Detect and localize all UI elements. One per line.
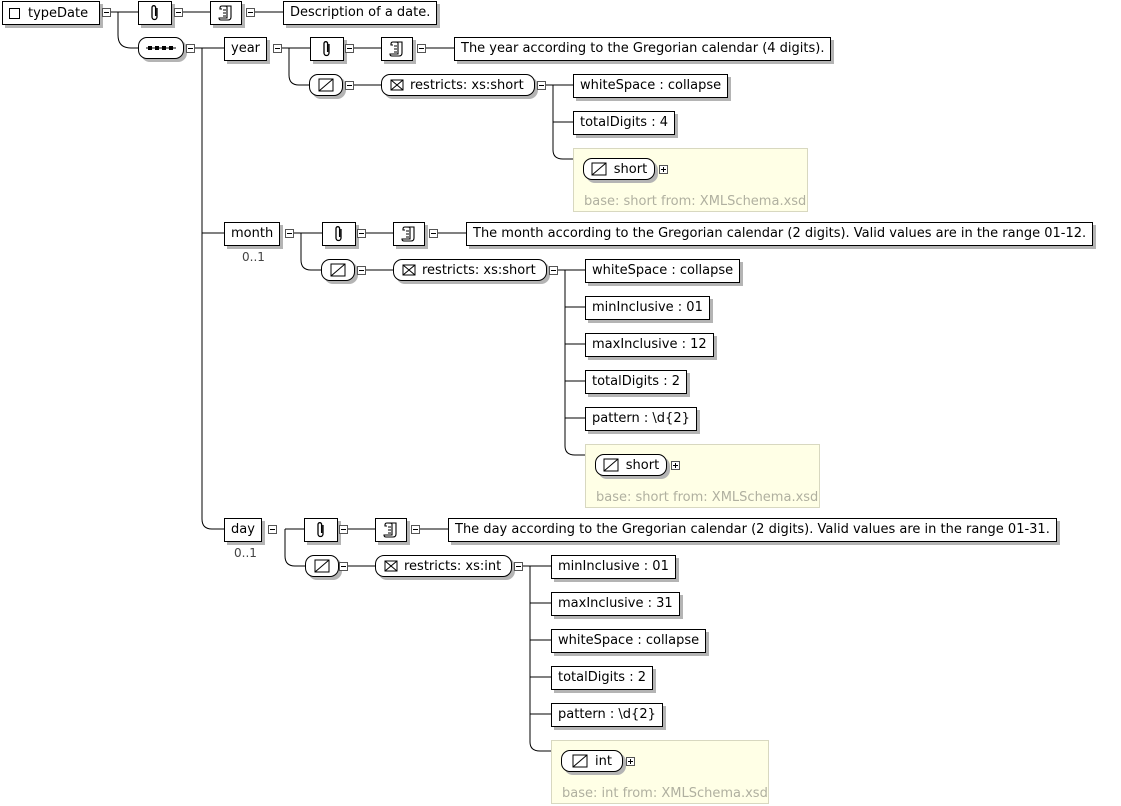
base-type-panel-year: short base: short from: XMLSchema.xsd bbox=[573, 148, 808, 212]
collapse-toggle-restriction-year[interactable] bbox=[537, 81, 546, 90]
facet-month-4: pattern : \d{2} bbox=[585, 407, 697, 431]
simple-type-icon bbox=[318, 78, 334, 92]
documentation-node-month[interactable] bbox=[393, 222, 425, 246]
collapse-toggle-simpletype-day[interactable] bbox=[339, 562, 348, 571]
annotation-node-root[interactable] bbox=[138, 1, 172, 25]
expand-toggle-base-year[interactable] bbox=[659, 165, 668, 174]
collapse-toggle-restriction-day[interactable] bbox=[514, 562, 523, 571]
day-documentation-text: The day according to the Gregorian calen… bbox=[448, 518, 1057, 542]
facet-day-3: totalDigits : 2 bbox=[551, 666, 653, 690]
facet-day-0: minInclusive : 01 bbox=[551, 555, 676, 579]
collapse-toggle-annotation-day[interactable] bbox=[339, 525, 348, 534]
simple-type-icon bbox=[330, 263, 346, 277]
occurrence-month: 0..1 bbox=[242, 250, 265, 264]
simple-type-year[interactable] bbox=[309, 74, 343, 96]
paperclip-icon bbox=[317, 522, 324, 538]
documentation-node-root[interactable] bbox=[210, 1, 242, 25]
simple-type-icon bbox=[591, 162, 607, 176]
month-documentation-text: The month according to the Gregorian cal… bbox=[466, 222, 1094, 246]
facet-month-0: whiteSpace : collapse bbox=[585, 259, 741, 283]
facet-day-4: pattern : \d{2} bbox=[551, 703, 663, 727]
base-type-panel-day: int base: int from: XMLSchema.xsd bbox=[551, 740, 769, 804]
restriction-label: restricts: xs:int bbox=[404, 558, 502, 574]
complex-type-icon bbox=[9, 7, 20, 19]
documentation-node-day[interactable] bbox=[375, 518, 407, 542]
paperclip-icon bbox=[335, 226, 342, 242]
root-name: typeDate bbox=[28, 5, 89, 21]
simple-type-month[interactable] bbox=[321, 259, 355, 281]
paperclip-icon bbox=[151, 5, 158, 21]
restriction-month[interactable]: restricts: xs:short bbox=[393, 259, 547, 281]
restriction-icon bbox=[384, 560, 398, 572]
paperclip-icon bbox=[323, 41, 330, 57]
collapse-toggle-restriction-month[interactable] bbox=[549, 266, 558, 275]
restriction-label: restricts: xs:short bbox=[422, 262, 536, 278]
restriction-day[interactable]: restricts: xs:int bbox=[375, 555, 512, 577]
base-type-name: short bbox=[625, 457, 660, 473]
scroll-icon bbox=[401, 226, 415, 242]
base-type-panel-month: short base: short from: XMLSchema.xsd bbox=[585, 444, 820, 508]
expand-toggle-base-month[interactable] bbox=[671, 461, 680, 470]
restriction-year[interactable]: restricts: xs:short bbox=[381, 74, 535, 96]
collapse-toggle-day[interactable] bbox=[268, 525, 277, 534]
scroll-icon bbox=[383, 522, 397, 538]
scroll-icon bbox=[389, 41, 403, 57]
occurrence-day: 0..1 bbox=[234, 546, 257, 560]
collapse-toggle-simpletype-year[interactable] bbox=[345, 81, 354, 90]
collapse-toggle-simpletype-month[interactable] bbox=[357, 266, 366, 275]
annotation-node-month[interactable] bbox=[322, 222, 356, 246]
base-type-year[interactable]: short bbox=[583, 158, 655, 180]
base-type-info: base: int from: XMLSchema.xsd bbox=[562, 786, 768, 801]
sequence-icon bbox=[146, 46, 176, 50]
simple-type-icon bbox=[603, 458, 619, 472]
year-documentation-text: The year according to the Gregorian cale… bbox=[454, 37, 832, 61]
scroll-icon bbox=[218, 5, 232, 21]
restriction-label: restricts: xs:short bbox=[410, 77, 524, 93]
collapse-toggle-doc-root[interactable] bbox=[246, 8, 255, 17]
facet-month-1: minInclusive : 01 bbox=[585, 296, 710, 320]
collapse-toggle-year[interactable] bbox=[273, 44, 282, 53]
base-type-name: int bbox=[595, 753, 612, 769]
expand-toggle-base-day[interactable] bbox=[626, 757, 635, 766]
sequence-compositor[interactable] bbox=[138, 37, 184, 59]
simple-type-icon bbox=[572, 754, 588, 768]
collapse-toggle-annotation-month[interactable] bbox=[357, 229, 366, 238]
annotation-node-year[interactable] bbox=[310, 37, 344, 61]
simple-type-day[interactable] bbox=[305, 555, 339, 577]
facet-month-2: maxInclusive : 12 bbox=[585, 333, 714, 357]
facet-day-1: maxInclusive : 31 bbox=[551, 592, 680, 616]
restriction-icon bbox=[402, 264, 416, 276]
collapse-toggle-annotation-year[interactable] bbox=[345, 44, 354, 53]
facet-year-0: whiteSpace : collapse bbox=[573, 74, 729, 98]
root-complex-type[interactable]: typeDate bbox=[2, 1, 100, 25]
annotation-node-day[interactable] bbox=[304, 518, 338, 542]
element-year[interactable]: year bbox=[224, 37, 268, 61]
collapse-toggle-root[interactable] bbox=[102, 8, 111, 17]
documentation-node-year[interactable] bbox=[381, 37, 413, 61]
collapse-toggle-month[interactable] bbox=[285, 229, 294, 238]
base-type-month[interactable]: short bbox=[595, 454, 667, 476]
collapse-toggle-doc-day[interactable] bbox=[411, 525, 420, 534]
collapse-toggle-doc-year[interactable] bbox=[417, 44, 426, 53]
collapse-toggle-annotation-root[interactable] bbox=[174, 8, 183, 17]
facet-month-3: totalDigits : 2 bbox=[585, 370, 687, 394]
collapse-toggle-sequence[interactable] bbox=[186, 44, 195, 53]
facet-year-1: totalDigits : 4 bbox=[573, 111, 675, 135]
base-type-day[interactable]: int bbox=[561, 750, 623, 772]
facet-day-2: whiteSpace : collapse bbox=[551, 629, 707, 653]
base-type-name: short bbox=[613, 161, 648, 177]
root-documentation-text: Description of a date. bbox=[283, 1, 438, 25]
element-day[interactable]: day bbox=[224, 518, 262, 542]
base-type-info: base: short from: XMLSchema.xsd bbox=[596, 490, 819, 505]
base-type-info: base: short from: XMLSchema.xsd bbox=[584, 194, 807, 209]
collapse-toggle-doc-month[interactable] bbox=[429, 229, 438, 238]
element-month[interactable]: month bbox=[224, 222, 281, 246]
restriction-icon bbox=[390, 79, 404, 91]
simple-type-icon bbox=[314, 559, 330, 573]
